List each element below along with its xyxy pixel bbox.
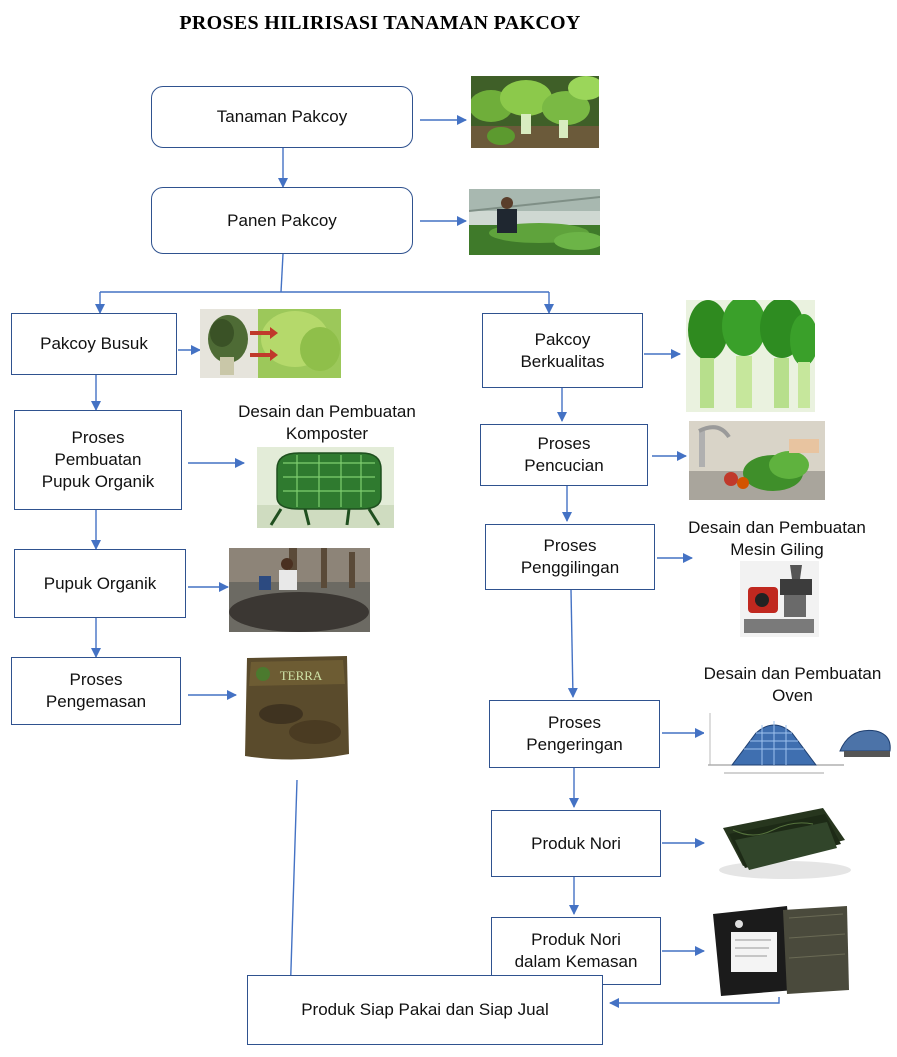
caption-oven: Desain dan Pembuatan Oven [703,664,882,705]
box-pupuk-organik: Pupuk Organik [14,549,186,618]
image-pakcoy-busuk [200,309,341,378]
caption-komposter: Desain dan Pembuatan Komposter [238,402,416,443]
box-pakcoy-busuk: Pakcoy Busuk [11,313,177,375]
box-produk-siap: Produk Siap Pakai dan Siap Jual [247,975,603,1045]
arrow-penggilingan-pengeringan [567,589,578,698]
caption-mesin-giling: Desain dan Pembuatan Mesin Giling [688,518,866,559]
box-tanaman-pakcoy: Tanaman Pakcoy [151,86,413,148]
box-proses-pengemasan-left: Proses Pengemasan [11,657,181,725]
arrow-terra-siap [285,779,298,1001]
box-produk-nori: Produk Nori [491,810,661,877]
image-produk-nori [713,800,855,881]
box-proses-penggilingan: Proses Penggilingan [485,524,655,590]
terra-label: TERRA [280,668,323,683]
image-nori-kemasan [709,904,851,997]
image-oven-design [704,707,895,779]
box-pakcoy-berkualitas: Pakcoy Berkualitas [482,313,643,388]
image-pakcoy-berkualitas [686,300,815,412]
box-panen-pakcoy: Panen Pakcoy [151,187,413,254]
diagram-title: PROSES HILIRISASI TANAMAN PAKCOY [179,12,581,34]
box-proses-pengeringan: Proses Pengeringan [489,700,660,768]
box-proses-pupuk-organik: Proses Pembuatan Pupuk Organik [14,410,182,510]
image-harvest [469,189,600,255]
box-produk-nori-kemasan: Produk Nori dalam Kemasan [491,917,661,985]
image-pupuk-organik [229,548,370,632]
box-proses-pencucian: Proses Pencucian [480,424,648,486]
image-mesin-giling [740,561,819,637]
image-komposter [257,447,394,528]
image-pencucian [689,421,825,500]
line-panen-split [280,253,284,293]
image-terra-bag: TERRA [241,654,353,764]
image-pakcoy-plants [471,76,599,148]
